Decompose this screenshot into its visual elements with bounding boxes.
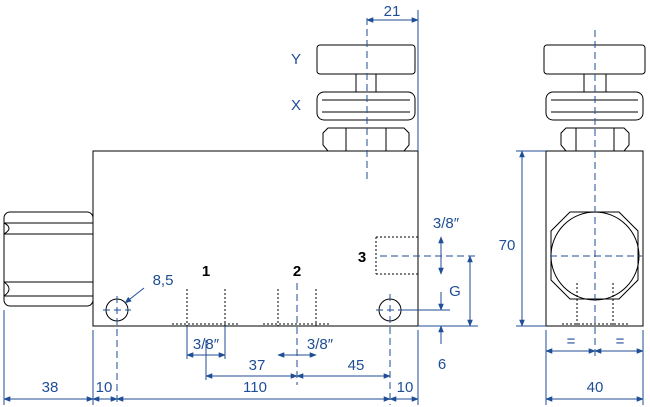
dim-3-8-right: 3/8″ bbox=[433, 215, 460, 232]
dim-10-right: 10 bbox=[397, 379, 414, 396]
dim-6: 6 bbox=[438, 356, 446, 373]
label-port-2: 2 bbox=[293, 263, 301, 280]
dim-21: 21 bbox=[384, 3, 401, 20]
dim-g: G bbox=[449, 283, 461, 300]
dim-eq-right: = bbox=[616, 333, 625, 350]
dim-8-5: 8,5 bbox=[153, 272, 174, 289]
hex-nut bbox=[322, 127, 410, 152]
dim-37: 37 bbox=[249, 357, 266, 374]
front-view-dimensions: 21 8,5 3/8″ G 6 3/8″ 3/8″ 37 45 bbox=[3, 3, 478, 405]
label-port-1: 1 bbox=[202, 263, 210, 280]
dim-10-left: 10 bbox=[96, 379, 113, 396]
label-port-3: 3 bbox=[358, 249, 366, 266]
dim-45: 45 bbox=[348, 357, 365, 374]
port-1-hidden bbox=[172, 289, 240, 326]
label-y: Y bbox=[291, 51, 301, 68]
dim-110: 110 bbox=[243, 379, 267, 396]
dim-40: 40 bbox=[587, 379, 604, 396]
label-x: X bbox=[291, 97, 301, 114]
front-view bbox=[3, 18, 478, 405]
side-port-hidden bbox=[562, 283, 628, 326]
left-hex-fitting bbox=[3, 211, 94, 307]
port-2-hidden bbox=[263, 289, 331, 326]
dim-3-8-port2: 3/8″ bbox=[307, 336, 334, 353]
dim-38: 38 bbox=[42, 379, 59, 396]
valve-body bbox=[92, 150, 419, 327]
port-3-hidden bbox=[375, 236, 418, 275]
dim-70: 70 bbox=[499, 237, 516, 254]
side-view-dimensions: 70 = = 40 bbox=[499, 150, 644, 405]
dim-eq-left: = bbox=[567, 333, 576, 350]
knob-x bbox=[316, 91, 416, 121]
side-view bbox=[543, 30, 646, 360]
knob-y bbox=[316, 44, 416, 75]
knob-stem bbox=[355, 73, 377, 93]
